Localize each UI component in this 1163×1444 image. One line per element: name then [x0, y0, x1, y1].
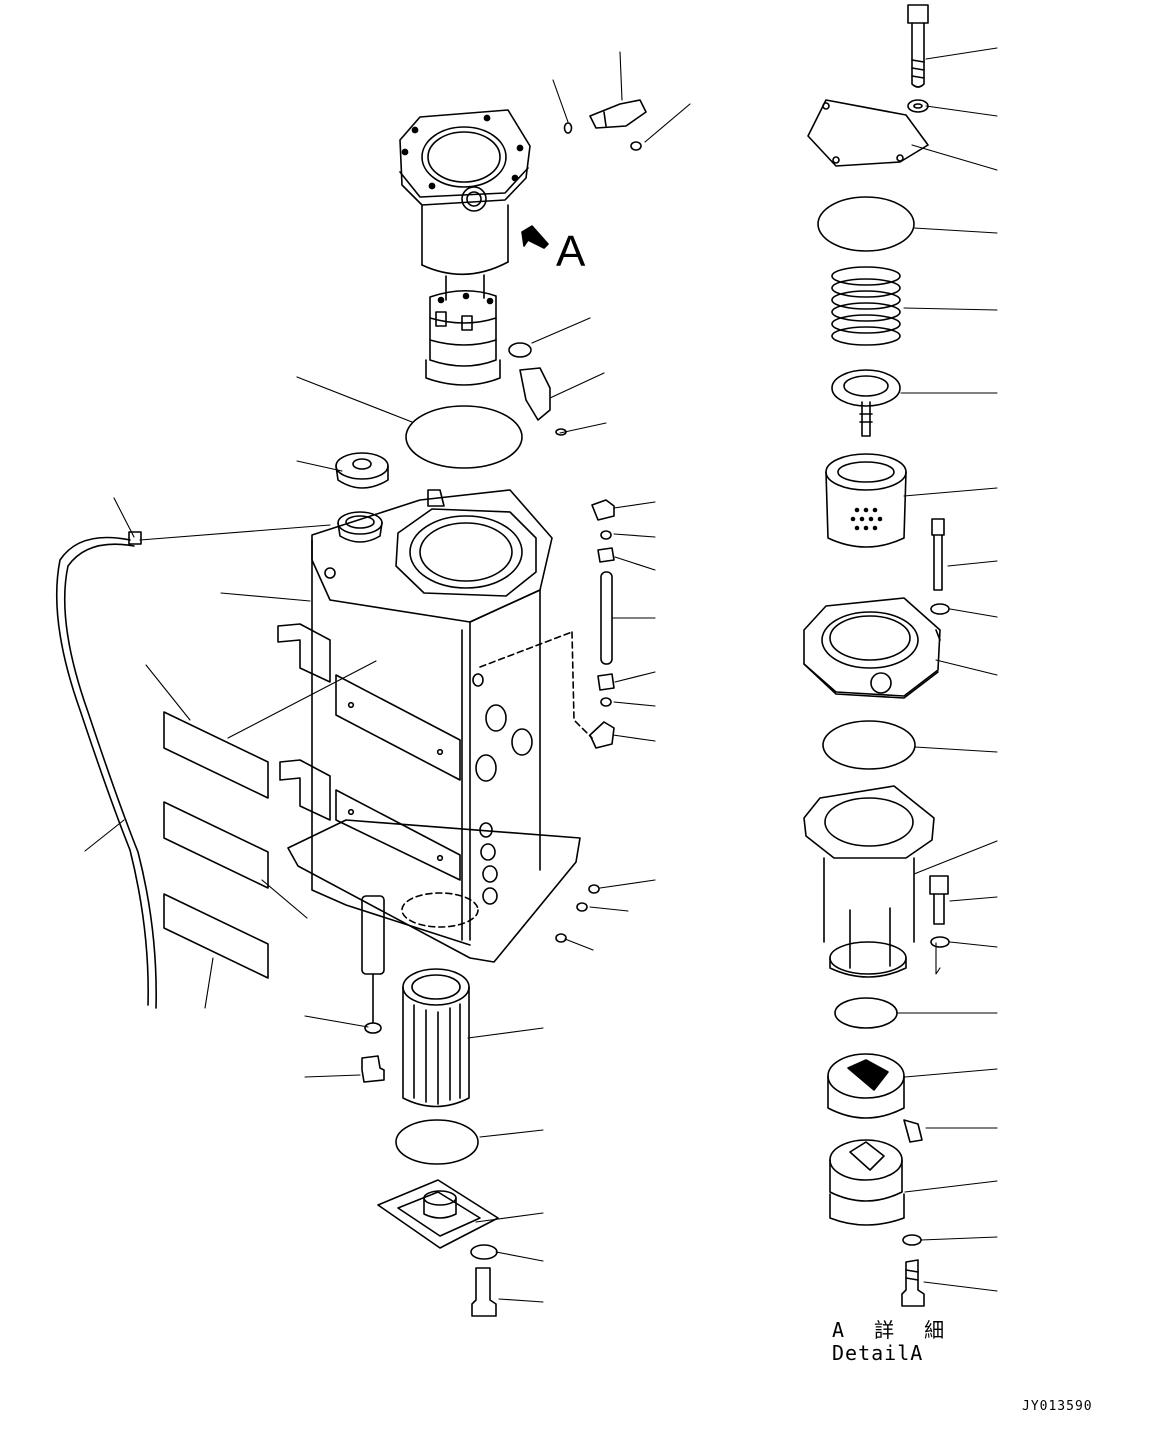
hydraulic-tank: [277, 489, 581, 963]
spring: [831, 266, 901, 346]
suction-strainer: [361, 895, 499, 1317]
breather-hose: [55, 531, 157, 1009]
filter-perforations: [850, 507, 883, 531]
view-arrow-label: A: [556, 227, 586, 276]
small-o-rings: [555, 884, 600, 943]
drawing-number: JY013590: [1022, 1399, 1093, 1414]
warning-decals: [163, 711, 269, 979]
detail-a-column: [803, 4, 950, 1307]
filter-housing-assembly: [399, 109, 549, 386]
detail-title-english: DetailA: [832, 1341, 924, 1365]
o-ring-large: [405, 405, 523, 469]
leader-lines: [84, 47, 998, 1303]
detail-title-japanese: A 詳 細: [832, 1318, 954, 1342]
filler-cap-assembly: [335, 452, 389, 543]
top-fittings: [508, 99, 647, 436]
pipe-tube: [479, 499, 615, 749]
